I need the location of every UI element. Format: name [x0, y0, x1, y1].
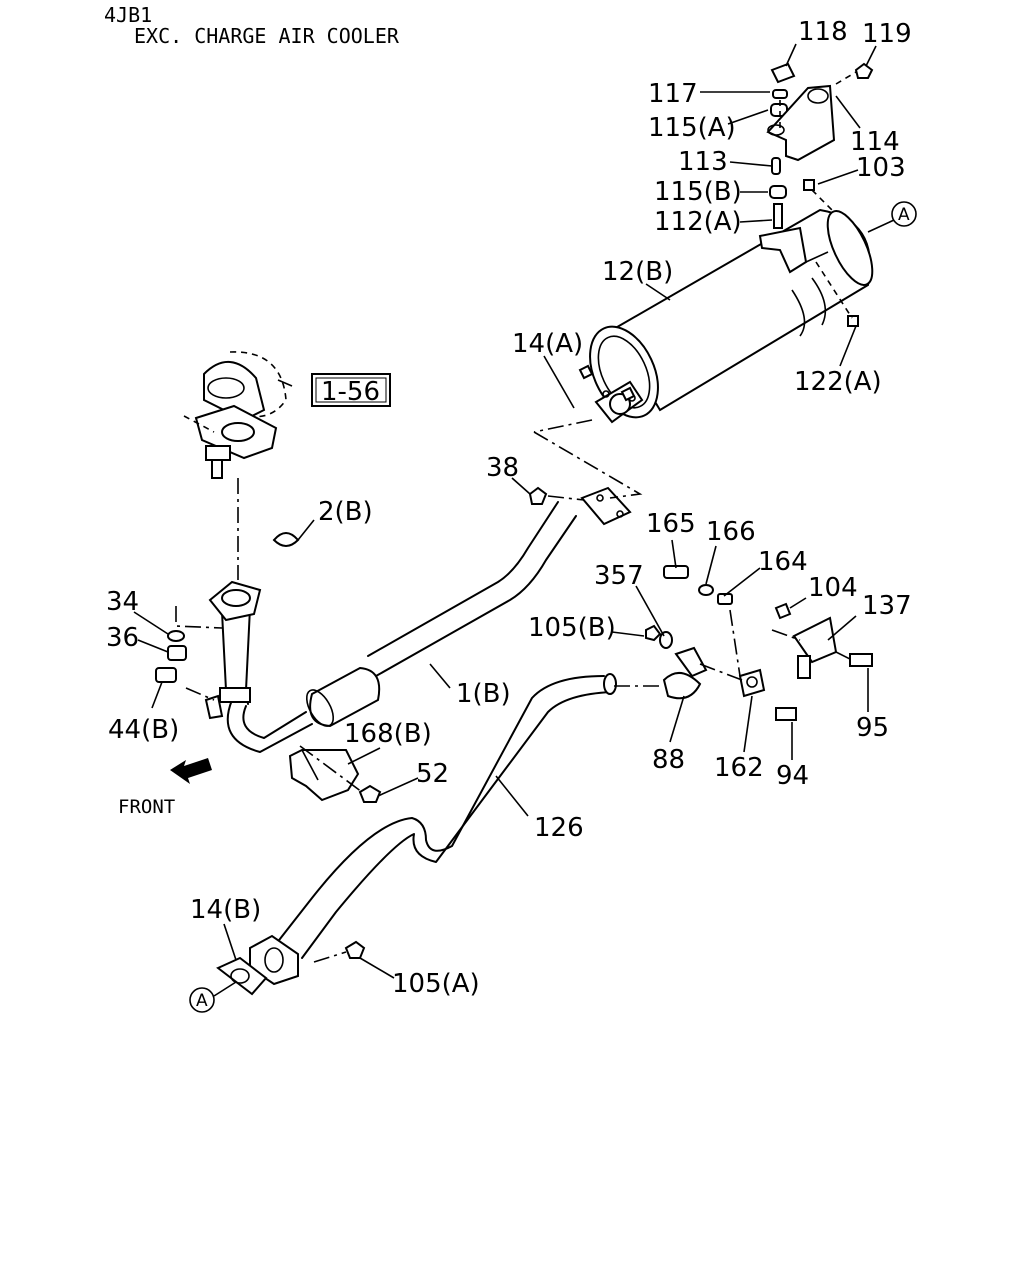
callout-103[interactable]: 103: [856, 153, 906, 183]
callout-38[interactable]: 38: [486, 453, 519, 483]
bracket-168b[interactable]: [288, 749, 360, 802]
callout-14a[interactable]: 14(A): [512, 329, 583, 359]
reference-box[interactable]: [311, 373, 391, 407]
callout-137[interactable]: 137: [862, 591, 912, 621]
connector-marker-a-bottom: [189, 987, 215, 1013]
callout-164[interactable]: 164: [758, 547, 808, 577]
connector-marker-a-bottom-label: A: [196, 991, 208, 1011]
callout-36[interactable]: 36: [106, 623, 139, 653]
callout-168b[interactable]: 168(B): [344, 719, 432, 749]
reference-box-label: 1-56: [321, 377, 380, 407]
callout-114[interactable]: 114: [850, 127, 900, 157]
callout-94[interactable]: 94: [776, 761, 809, 791]
callout-113[interactable]: 113: [678, 147, 728, 177]
callout-52[interactable]: 52: [416, 759, 449, 789]
leader-lines: [133, 43, 895, 997]
callout-95[interactable]: 95: [856, 713, 889, 743]
fasteners: [155, 364, 733, 959]
callout-119[interactable]: 119: [862, 19, 912, 49]
front-label: FRONT: [118, 796, 175, 818]
callout-115b[interactable]: 115(B): [654, 177, 742, 207]
callout-44b[interactable]: 44(B): [108, 715, 179, 745]
callout-88[interactable]: 88: [652, 745, 685, 775]
clamp-and-hanger[interactable]: [662, 602, 873, 721]
callout-118[interactable]: 118: [798, 17, 848, 47]
tail-pipe[interactable]: [216, 673, 617, 996]
callout-34[interactable]: 34: [106, 587, 139, 617]
callout-122a[interactable]: 122(A): [794, 367, 882, 397]
callout-105b[interactable]: 105(B): [528, 613, 616, 643]
callout-126[interactable]: 126: [534, 813, 584, 843]
muffler[interactable]: [577, 205, 882, 428]
callout-112a[interactable]: 112(A): [654, 207, 742, 237]
front-arrow-icon: [170, 758, 212, 784]
callout-105a[interactable]: 105(A): [392, 969, 480, 999]
connection-lines: [175, 419, 853, 963]
turbo-outlet[interactable]: [183, 351, 287, 479]
callout-357[interactable]: 357: [594, 561, 644, 591]
callout-2b[interactable]: 2(B): [318, 497, 373, 527]
connector-marker-a-top-label: A: [898, 205, 910, 225]
callout-14b[interactable]: 14(B): [190, 895, 261, 925]
callout-12b[interactable]: 12(B): [602, 257, 673, 287]
callout-1b[interactable]: 1(B): [456, 679, 511, 709]
callout-162[interactable]: 162: [714, 753, 764, 783]
connector-marker-a-top: [891, 201, 917, 227]
callout-165[interactable]: 165: [646, 509, 696, 539]
callout-117[interactable]: 117: [648, 79, 698, 109]
callout-115a[interactable]: 115(A): [648, 113, 736, 143]
variant-label: EXC. CHARGE AIR COOLER: [134, 24, 400, 48]
callout-104[interactable]: 104: [808, 573, 858, 603]
engine-code: 4JB1: [104, 3, 152, 27]
callout-166[interactable]: 166: [706, 517, 756, 547]
hanger-assembly[interactable]: [766, 62, 874, 327]
gasket-2b[interactable]: [272, 532, 300, 547]
front-exhaust-pipe[interactable]: [204, 486, 632, 753]
